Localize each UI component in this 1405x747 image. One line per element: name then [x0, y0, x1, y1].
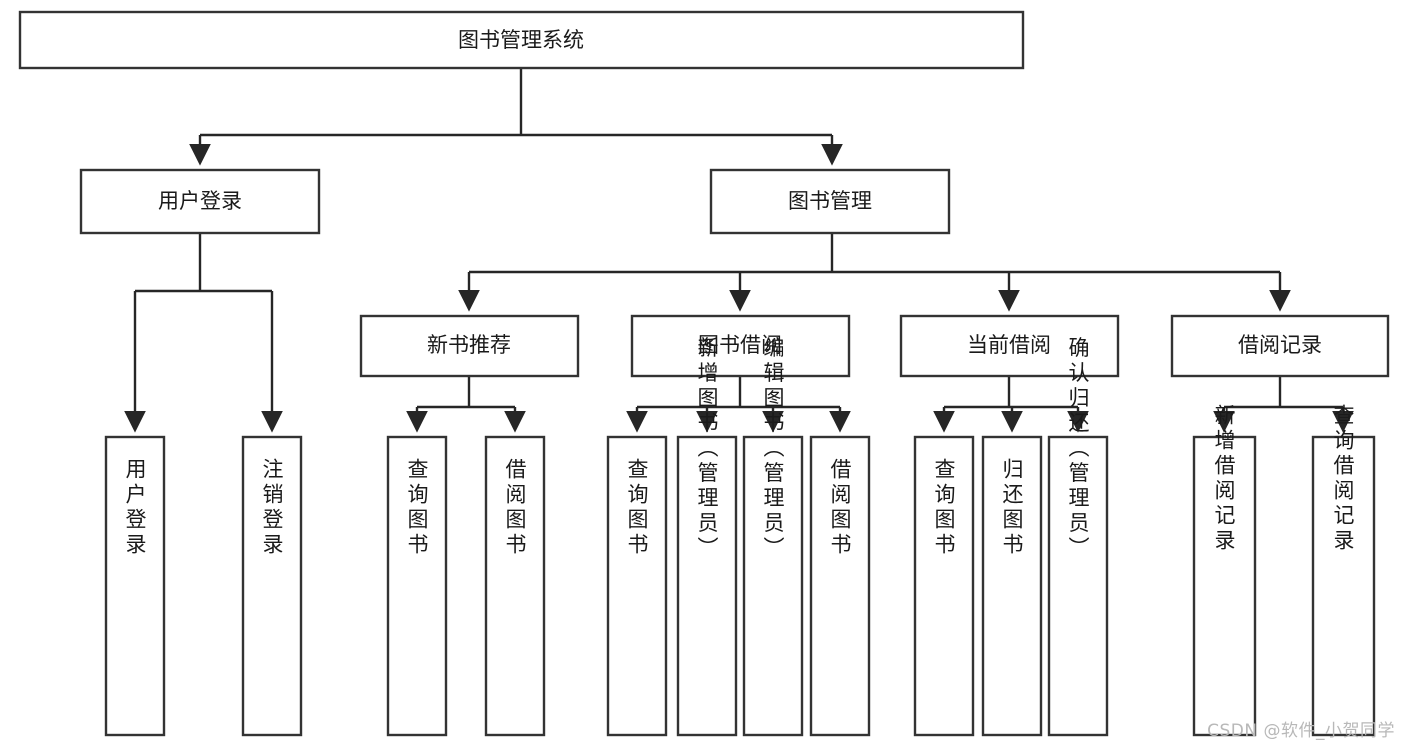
- node-leaf-borrow-book-2-label: 借阅图书: [828, 458, 852, 558]
- node-leaf-query-book-3-label: 查询图书: [932, 458, 956, 558]
- node-leaf-query-book-1-label: 查询图书: [405, 458, 429, 558]
- node-leaf-query-book-1-box[interactable]: [386, 435, 448, 737]
- node-leaf-edit-book-admin-box[interactable]: [742, 435, 804, 737]
- node-leaf-add-borrow-record-box[interactable]: [1192, 435, 1257, 737]
- node-leaf-logout-box[interactable]: [241, 435, 303, 737]
- node-leaf-add-book-admin-label: 新增图书（管理员）: [695, 337, 719, 562]
- node-borrow-records-label: 借阅记录: [1238, 333, 1322, 357]
- node-borrow-records[interactable]: 借阅记录: [1170, 314, 1390, 378]
- node-current-borrow[interactable]: 当前借阅: [899, 314, 1120, 378]
- node-leaf-query-borrow-record-box[interactable]: [1311, 435, 1376, 737]
- node-leaf-query-borrow-record[interactable]: 查询借阅记录: [1311, 404, 1376, 737]
- node-root-label: 图书管理系统: [458, 28, 584, 52]
- node-leaf-logout[interactable]: 注销登录: [241, 435, 303, 737]
- node-leaf-confirm-return-admin-box[interactable]: [1047, 435, 1109, 737]
- node-leaf-query-book-3-box[interactable]: [913, 435, 975, 737]
- node-leaf-return-book-box[interactable]: [981, 435, 1043, 737]
- node-leaf-user-login-box[interactable]: [104, 435, 166, 737]
- node-leaf-query-book-2-label: 查询图书: [625, 458, 649, 558]
- node-leaf-query-book-1[interactable]: 查询图书: [386, 435, 448, 737]
- node-current-borrow-box[interactable]: [899, 314, 1120, 378]
- csdn-watermark: CSDN @软件_小贺同学: [1207, 721, 1395, 741]
- node-leaf-add-book-admin[interactable]: 新增图书（管理员）: [676, 337, 738, 737]
- node-root[interactable]: 图书管理系统: [18, 10, 1025, 70]
- node-leaf-add-book-admin-box[interactable]: [676, 435, 738, 737]
- node-user-login[interactable]: 用户登录: [79, 168, 321, 235]
- node-leaf-confirm-return-admin[interactable]: 确认归还（管理员）: [1047, 337, 1109, 737]
- node-new-book-recommend-box[interactable]: [359, 314, 580, 378]
- node-leaf-borrow-book-2-box[interactable]: [809, 435, 871, 737]
- node-leaf-borrow-book-1-box[interactable]: [484, 435, 546, 737]
- node-leaf-confirm-return-admin-label: 确认归还（管理员）: [1066, 337, 1090, 562]
- node-leaf-return-book-label: 归还图书: [1000, 458, 1024, 558]
- node-leaf-add-borrow-record[interactable]: 新增借阅记录: [1192, 404, 1257, 737]
- node-root-box[interactable]: [18, 10, 1025, 70]
- node-leaf-return-book[interactable]: 归还图书: [981, 435, 1043, 737]
- node-book-borrow-box[interactable]: [630, 314, 851, 378]
- node-user-login-label: 用户登录: [158, 189, 242, 213]
- node-leaf-edit-book-admin-label: 编辑图书（管理员）: [761, 337, 785, 562]
- node-leaf-logout-label: 注销登录: [260, 458, 284, 558]
- node-book-management-box[interactable]: [709, 168, 951, 235]
- node-leaf-query-book-2-box[interactable]: [606, 435, 668, 737]
- node-book-borrow-label: 图书借阅: [698, 333, 782, 357]
- node-leaf-borrow-book-1[interactable]: 借阅图书: [484, 435, 546, 737]
- node-leaf-user-login[interactable]: 用户登录: [104, 435, 166, 737]
- node-borrow-records-box[interactable]: [1170, 314, 1390, 378]
- node-new-book-recommend-label: 新书推荐: [427, 333, 511, 357]
- node-leaf-user-login-label: 用户登录: [123, 458, 147, 558]
- node-new-book-recommend[interactable]: 新书推荐: [359, 314, 580, 378]
- node-leaf-borrow-book-1-label: 借阅图书: [503, 458, 527, 558]
- node-book-borrow[interactable]: 图书借阅: [630, 314, 851, 378]
- node-book-management[interactable]: 图书管理: [709, 168, 951, 235]
- node-leaf-add-borrow-record-label: 新增借阅记录: [1212, 404, 1236, 554]
- node-current-borrow-label: 当前借阅: [967, 333, 1051, 357]
- node-book-management-label: 图书管理: [788, 189, 872, 213]
- node-leaf-query-book-2[interactable]: 查询图书: [606, 435, 668, 737]
- node-leaf-edit-book-admin[interactable]: 编辑图书（管理员）: [742, 337, 804, 737]
- node-leaf-borrow-book-2[interactable]: 借阅图书: [809, 435, 871, 737]
- node-user-login-box[interactable]: [79, 168, 321, 235]
- node-leaf-query-book-3[interactable]: 查询图书: [913, 435, 975, 737]
- node-leaf-query-borrow-record-label: 查询借阅记录: [1331, 404, 1355, 554]
- connector-layer: [124, 68, 1354, 433]
